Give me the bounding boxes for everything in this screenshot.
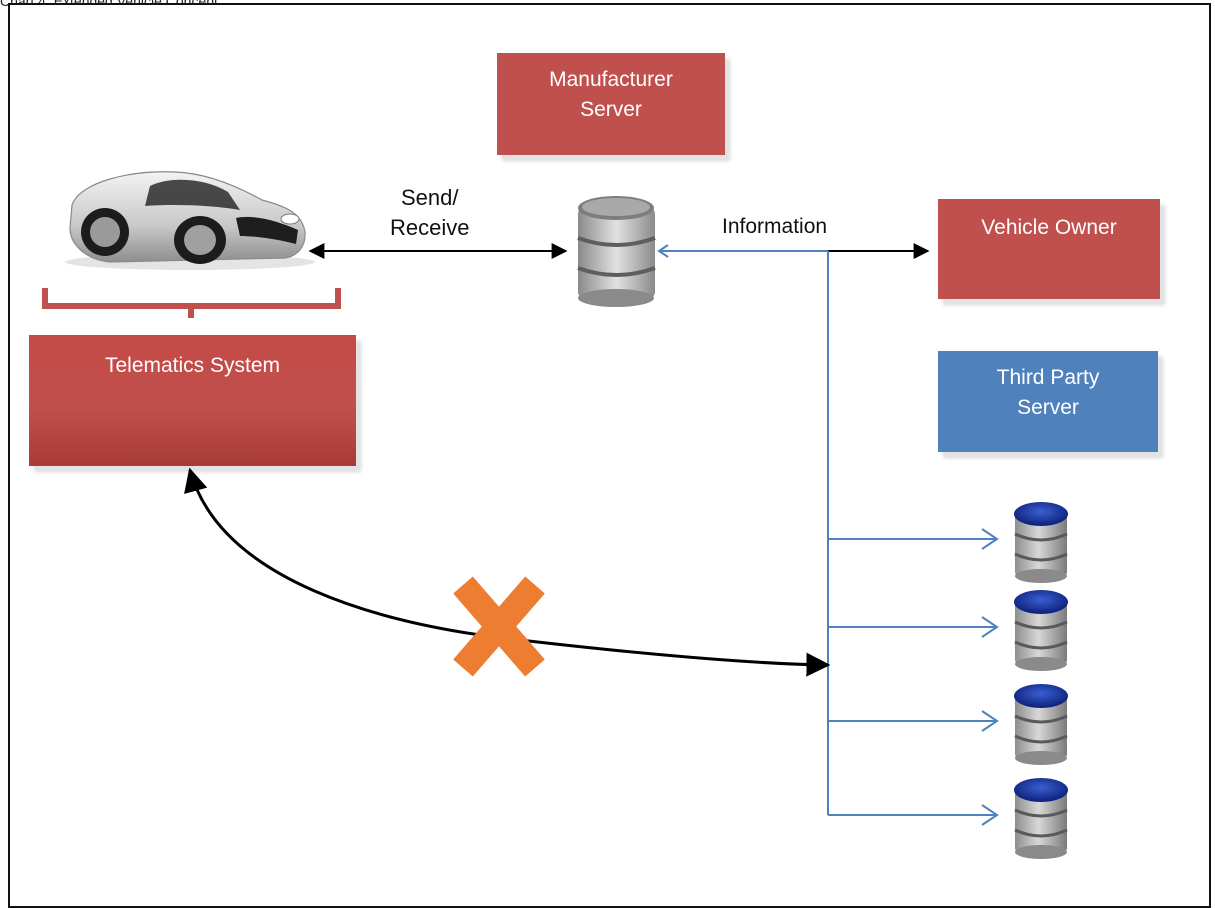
cross-mark-icon <box>453 576 545 677</box>
database-blue-icon <box>1014 684 1068 765</box>
information-label: Information <box>722 215 828 238</box>
vehicle-owner-label: Vehicle Owner <box>981 216 1117 239</box>
third-party-connectors <box>657 244 999 826</box>
telematics-system-label: Telematics System <box>104 354 281 377</box>
database-blue-icon <box>1014 778 1068 859</box>
third-party-server-box: Third Party Server <box>938 351 1158 452</box>
database-gray-icon <box>577 196 656 307</box>
send-label: Send/ <box>400 185 459 210</box>
receive-label: Receive <box>390 214 470 240</box>
third-party-server-label: Third Party Server <box>996 366 1100 420</box>
database-blue-icon <box>1014 590 1068 671</box>
send-receive-label: Send/ Receive <box>390 183 469 242</box>
database-blue-icon <box>1014 502 1068 583</box>
manufacturer-server-label: Manufacturer Server <box>549 68 673 122</box>
car-brace <box>42 288 341 318</box>
telematics-system-box: Telematics System <box>29 335 356 466</box>
sports-car-icon <box>65 171 315 270</box>
vehicle-owner-box: Vehicle Owner <box>938 199 1160 299</box>
manufacturer-server-box: Manufacturer Server <box>497 53 725 155</box>
